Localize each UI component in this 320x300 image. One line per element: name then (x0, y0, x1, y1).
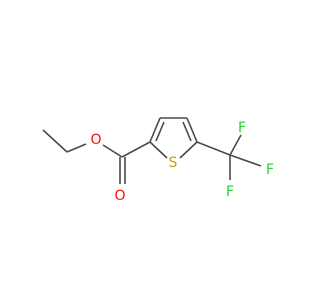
bond-c5-s (179, 141, 198, 159)
bond-c2-c3 (149, 117, 161, 143)
atom-sulfur: S (169, 155, 178, 171)
bond-cf3-f-top (229, 134, 242, 156)
bond-ch2-o (66, 143, 87, 153)
bond-c4-c5 (186, 117, 198, 143)
bond-s-c2 (149, 141, 168, 159)
bond-c2-c3-inner (155, 121, 165, 142)
bond-o-carbonyl-c (102, 144, 123, 158)
atom-f-right: F (266, 162, 274, 178)
bond-ch3-ch2 (42, 129, 68, 153)
bond-carbonyl-ring (121, 141, 151, 158)
atom-f-top: F (238, 120, 246, 136)
bond-c5-cf3 (196, 141, 231, 156)
molecule-structure: O O S F F F (42, 117, 274, 204)
bond-c4-c5-inner (182, 121, 192, 142)
bond-cf3-f-right (229, 154, 262, 167)
atom-o-carbonyl: O (114, 188, 125, 204)
atom-f-bottom: F (226, 184, 234, 200)
atom-o-ester: O (90, 132, 101, 148)
